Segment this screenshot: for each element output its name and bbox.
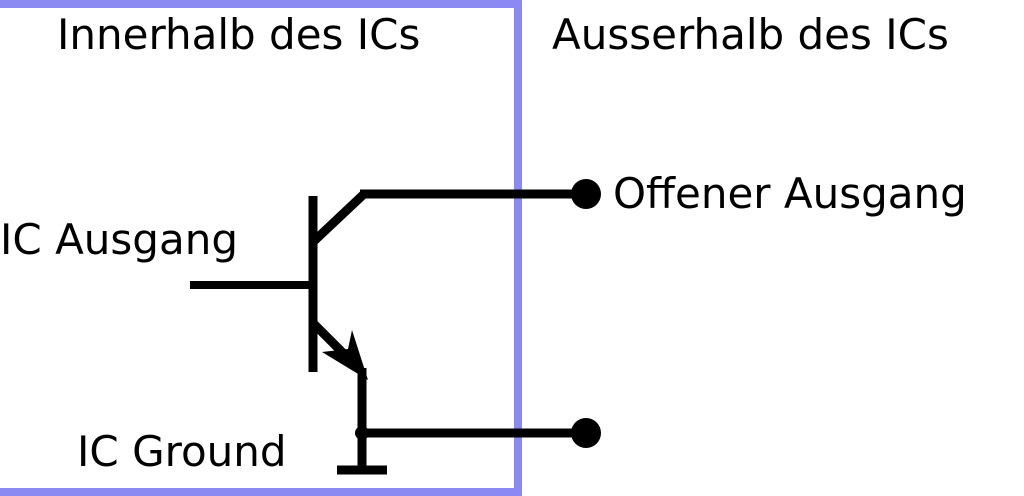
label-open-output: Offener Ausgang [613, 169, 967, 218]
label-inside-ic: Innerhalb des ICs [57, 10, 421, 59]
ground-terminal-dot[interactable] [571, 418, 601, 448]
ic-boundary-rect [0, 0, 522, 496]
open-output-terminal-dot[interactable] [571, 179, 601, 209]
transistor-emitter-arrow [322, 330, 368, 380]
ground-junction-dot [355, 426, 369, 440]
label-ic-ground: IC Ground [77, 427, 287, 476]
label-ic-output: IC Ausgang [0, 215, 238, 264]
transistor-collector-lead [309, 190, 368, 246]
label-outside-ic: Ausserhalb des ICs [552, 10, 949, 59]
